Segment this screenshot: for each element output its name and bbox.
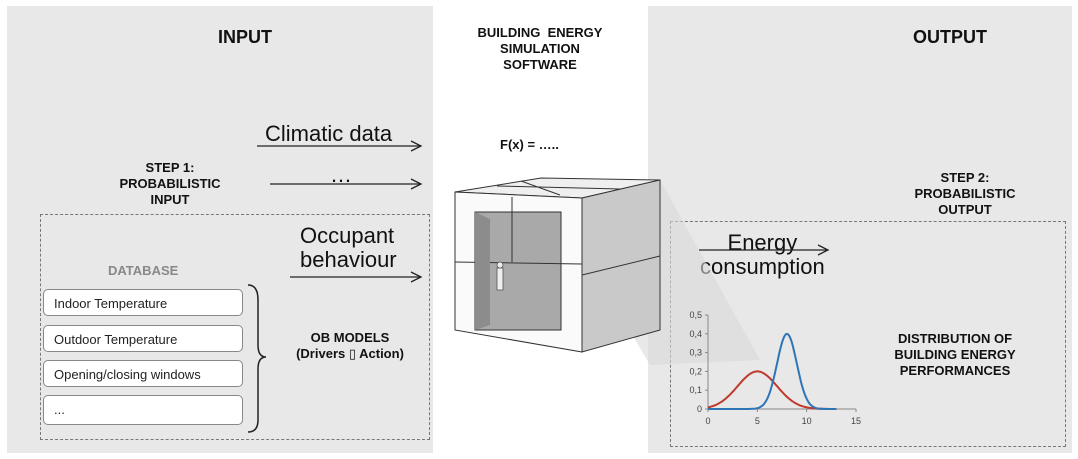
step1-label: STEP 1: PROBABILISTIC INPUT (95, 160, 245, 208)
step1-line-2: PROBABILISTIC (119, 176, 221, 191)
occupant-arrow (290, 271, 423, 283)
energy-arrow (699, 244, 830, 256)
chart-y-tick-label: 0,2 (689, 366, 702, 376)
distribution-line-1: DISTRIBUTION OF (897, 331, 1013, 346)
input-title: INPUT (218, 27, 272, 47)
chart-x-tick-label: 15 (851, 416, 861, 426)
distribution-chart: 0 0,1 0,2 0,3 0,4 0,5 0 5 10 15 (689, 310, 861, 426)
chart-y-tick-label: 0 (697, 404, 702, 414)
output-title: OUTPUT (913, 27, 987, 47)
output-panel (648, 6, 1072, 453)
energy-consumption-label: Energy consumption (700, 231, 825, 279)
occupant-line-1: Occupant (300, 223, 395, 248)
distribution-line-3: PERFORMANCES (899, 363, 1011, 378)
ob-models-line-1: OB MODELS (310, 330, 390, 345)
software-title-line-1: BUILDING ENERGY (477, 25, 603, 40)
chart-x-tick-label: 0 (705, 416, 710, 426)
climatic-arrow (257, 140, 423, 152)
distribution-line-2: BUILDING ENERGY (894, 347, 1016, 362)
chart-series-line-2 (708, 332, 837, 410)
distribution-label: DISTRIBUTION OF BUILDING ENERGY PERFORMA… (880, 331, 1030, 379)
ellipsis-arrow (270, 178, 423, 190)
database-item-opening-windows: Opening/closing windows (43, 360, 243, 387)
step2-line-3: OUTPUT (938, 202, 992, 217)
formula: F(x) = ….. (500, 137, 559, 152)
building-illustration (454, 177, 760, 365)
ellipsis-label: … (330, 162, 352, 187)
chart-y-tick-label: 0,5 (689, 310, 702, 320)
step2-label: STEP 2: PROBABILISTIC OUTPUT (890, 170, 1040, 218)
software-title: BUILDING ENERGY SIMULATION SOFTWARE (440, 25, 640, 73)
energy-line-2: consumption (700, 254, 825, 279)
chart-y-tick-label: 0,4 (689, 329, 702, 339)
chart-x-tick-label: 10 (802, 416, 812, 426)
step2-line-2: PROBABILISTIC (914, 186, 1016, 201)
chart-x-tick-label: 5 (755, 416, 760, 426)
step1-line-1: STEP 1: (145, 160, 195, 175)
step1-line-3: INPUT (150, 192, 190, 207)
occupant-line-2: behaviour (300, 247, 397, 272)
ob-models-label: OB MODELS (Drivers ▯ Action) (270, 330, 430, 362)
step2-line-1: STEP 2: (940, 170, 990, 185)
database-item-more: ... (43, 395, 243, 425)
chart-series-line-1 (707, 370, 837, 410)
occupant-behaviour-label: Occupant behaviour (300, 224, 397, 272)
database-item-outdoor-temperature: Outdoor Temperature (43, 325, 243, 352)
input-dashed-box (40, 214, 430, 440)
climatic-data-label: Climatic data (265, 121, 393, 146)
software-title-line-3: SOFTWARE (503, 57, 577, 72)
database-item-indoor-temperature: Indoor Temperature (43, 289, 243, 316)
database-label: DATABASE (108, 263, 179, 278)
software-title-line-2: SIMULATION (500, 41, 580, 56)
chart-y-tick-label: 0,1 (689, 385, 702, 395)
ob-models-line-2: (Drivers ▯ Action) (296, 346, 404, 361)
database-brace (247, 284, 267, 433)
chart-y-tick-label: 0,3 (689, 348, 702, 358)
